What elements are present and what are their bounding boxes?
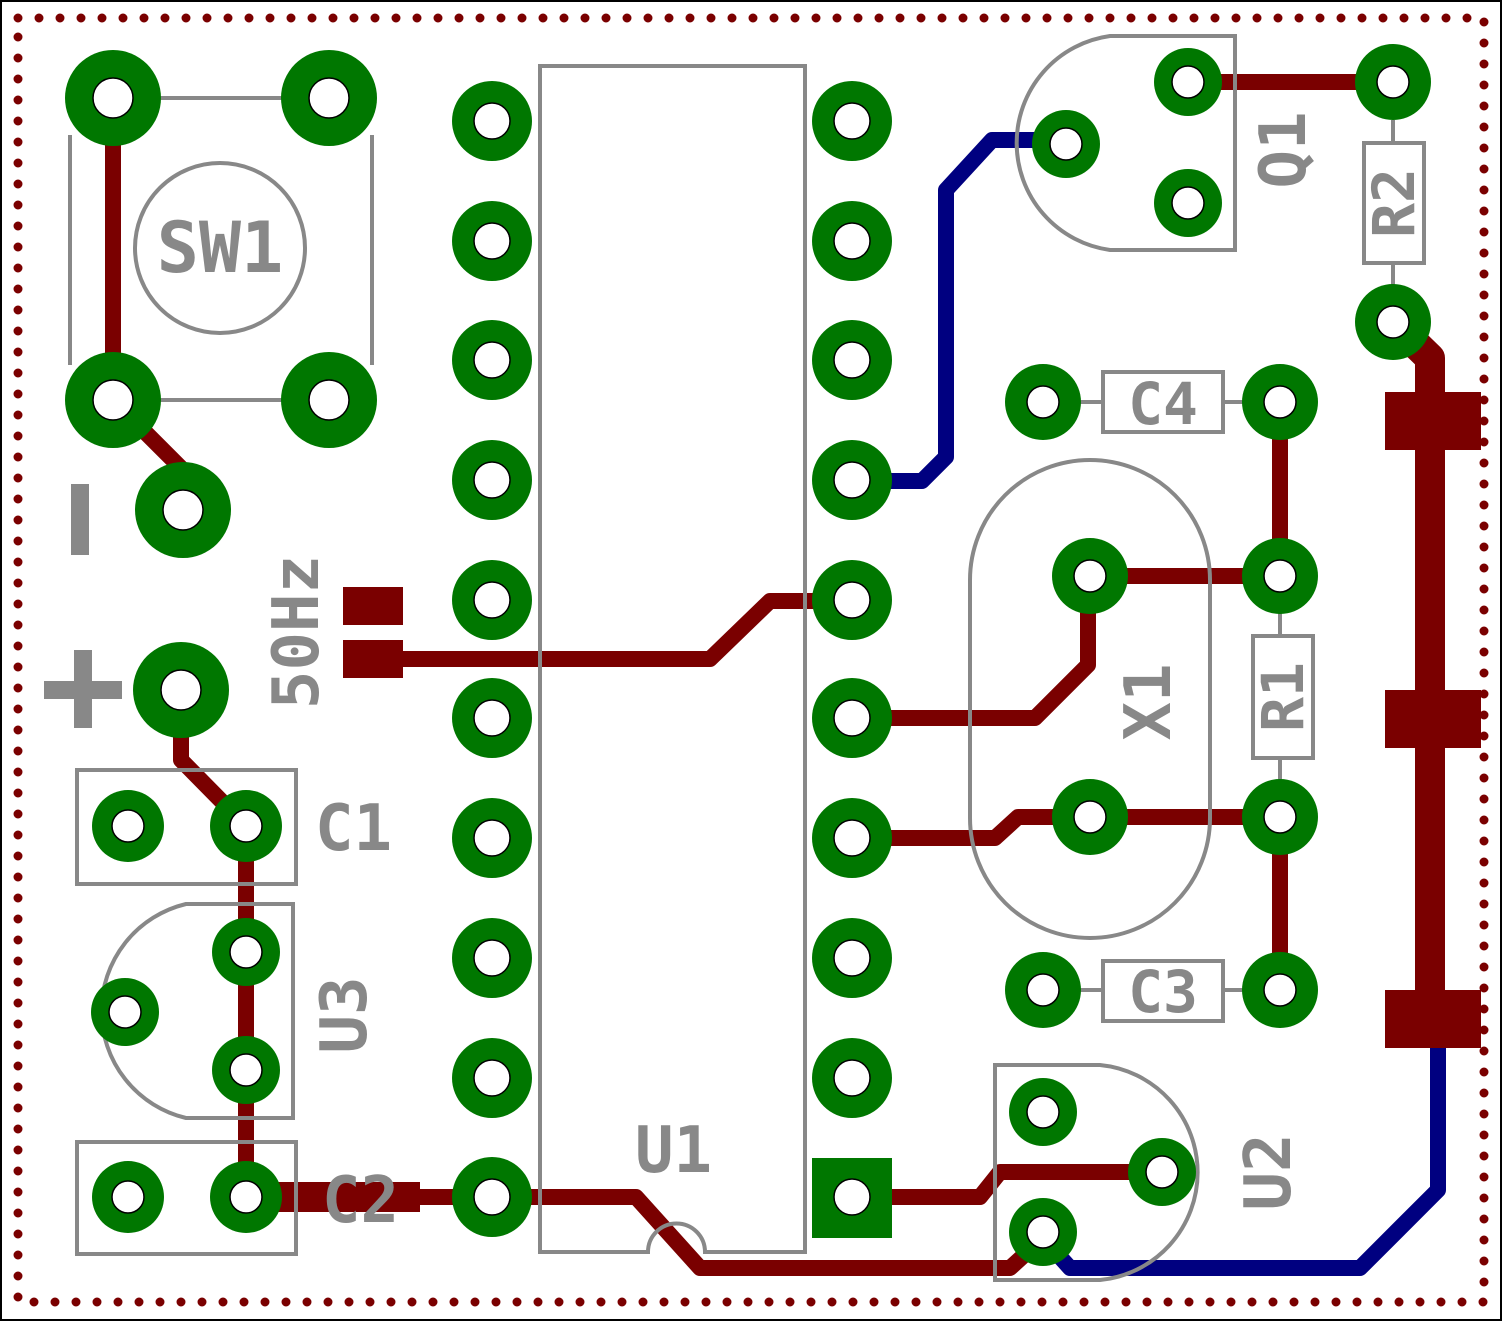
pad-q1-2-hole xyxy=(1049,127,1083,161)
pad-u3-3-hole xyxy=(229,1053,263,1087)
label-r1: R1 xyxy=(1249,662,1317,732)
label-u3: U3 xyxy=(308,976,382,1053)
pad-x1-1-hole xyxy=(1073,559,1107,593)
smd-pad-1 xyxy=(1385,392,1481,450)
label-freq: 50Hz xyxy=(260,555,334,709)
label-u1: U1 xyxy=(635,1114,712,1188)
pad-u1-right-5-hole xyxy=(833,581,871,619)
pad-r2-2-hole xyxy=(1376,305,1410,339)
label-q1: Q1 xyxy=(1247,111,1321,188)
pad-u1-right-2-hole xyxy=(833,222,871,260)
pad-c2-1-hole xyxy=(111,1180,145,1214)
pad-u1-right-3-hole xyxy=(833,341,871,379)
pad-u1-left-1-hole xyxy=(473,102,511,140)
pad-u1-right-4-hole xyxy=(833,461,871,499)
pad-q1-3-hole xyxy=(1171,186,1205,220)
pad-u2-1-hole xyxy=(1026,1095,1060,1129)
pad-u1-left-10-hole xyxy=(473,1178,511,1216)
pad-r2-1-hole xyxy=(1376,65,1410,99)
pad-u1-left-7-hole xyxy=(473,819,511,857)
jumper-pad-top xyxy=(343,587,403,625)
pad-u1-left-9-hole xyxy=(473,1059,511,1097)
jumper-pad-bottom xyxy=(343,640,403,678)
pad-sw1-4-hole xyxy=(308,379,350,421)
pad-r1-2-hole xyxy=(1263,800,1297,834)
pad-u2-3-hole xyxy=(1026,1215,1060,1249)
pad-r1-1-hole xyxy=(1263,559,1297,593)
pad-u1-right-9-hole xyxy=(833,1059,871,1097)
pad-plus-hole xyxy=(160,669,202,711)
pad-x1-2-hole xyxy=(1073,800,1107,834)
pad-u1-right-8-hole xyxy=(833,939,871,977)
pad-c4-2-hole xyxy=(1263,385,1297,419)
label-sw1: SW1 xyxy=(157,207,283,289)
pad-c3-2-hole xyxy=(1263,973,1297,1007)
pad-c2-2-hole xyxy=(229,1180,263,1214)
trace-u1-x1a xyxy=(844,568,1096,726)
pad-u1-left-8-hole xyxy=(473,939,511,977)
pad-u2-2-hole xyxy=(1145,1155,1179,1189)
trace-u1-bottom xyxy=(484,1189,1051,1276)
silk-labels: SW1 C1 C2 U1 C4 C3 50Hz U3 Q1 R2 X1 R1 U… xyxy=(157,111,1428,1238)
pad-minus-hole xyxy=(162,489,204,531)
pad-c1-2-hole xyxy=(229,809,263,843)
pad-u1-left-4-hole xyxy=(473,461,511,499)
pad-c4-1-hole xyxy=(1026,385,1060,419)
pad-sw1-2-hole xyxy=(308,77,350,119)
pad-u1-pin1-hole xyxy=(833,1178,871,1216)
trace-u1-u2 xyxy=(844,1164,1168,1205)
pad-sw1-3-hole xyxy=(92,379,134,421)
smd-pad-3 xyxy=(1385,990,1481,1048)
pad-u1-right-6-hole xyxy=(833,699,871,737)
pad-u1-right-1-hole xyxy=(833,102,871,140)
label-x1: X1 xyxy=(1112,663,1186,740)
pad-u1-left-3-hole xyxy=(473,341,511,379)
pad-u3-2-hole xyxy=(108,995,142,1029)
keepout-border xyxy=(13,13,1489,1307)
pad-u1-left-6-hole xyxy=(473,699,511,737)
pad-u3-1-hole xyxy=(229,935,263,969)
silkscreen xyxy=(44,34,1426,1282)
pad-u1-left-5-hole xyxy=(473,581,511,619)
label-c3: C3 xyxy=(1128,958,1198,1026)
label-r2: R2 xyxy=(1360,168,1428,238)
label-c4: C4 xyxy=(1128,370,1198,438)
pad-c1-1-hole xyxy=(111,809,145,843)
smd-pad-2 xyxy=(1385,690,1481,748)
label-c2: C2 xyxy=(322,1164,399,1238)
label-u2: U2 xyxy=(1232,1133,1306,1210)
pads xyxy=(65,44,1431,1266)
trace-bottom-q1 xyxy=(844,132,1074,489)
pad-sw1-1-hole xyxy=(92,77,134,119)
label-c1: C1 xyxy=(315,792,392,866)
pad-u1-left-2-hole xyxy=(473,222,511,260)
pad-c3-1-hole xyxy=(1026,973,1060,1007)
pad-u1-right-7-hole xyxy=(833,819,871,857)
pad-q1-1-hole xyxy=(1171,65,1205,99)
